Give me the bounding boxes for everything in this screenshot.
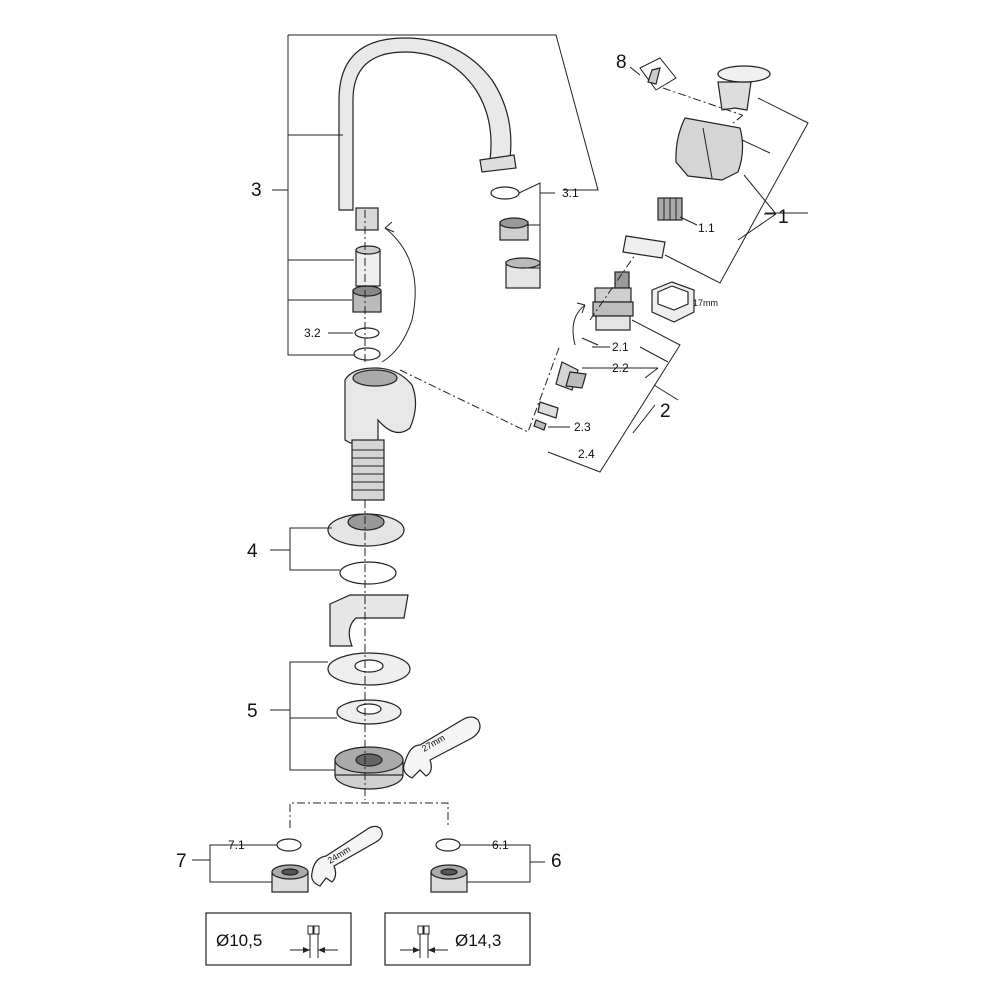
escutcheon (327, 513, 405, 547)
callout-6-1: 6.1 (492, 838, 509, 852)
callout-7-1: 7.1 (228, 838, 245, 852)
threaded-shank (352, 449, 384, 491)
countertop-section (329, 594, 409, 647)
aerator-insert (499, 217, 529, 241)
callout-3-2: 3.2 (304, 326, 321, 340)
callout-1: 1 (778, 207, 789, 228)
wrench-27mm: 27mm (402, 716, 481, 779)
callout-2: 2 (660, 401, 671, 422)
pipe-box-right: Ø14,3 (384, 912, 531, 966)
pipe-diameter-right: Ø14,3 (455, 931, 501, 950)
spout-nut (352, 285, 382, 313)
callout-3: 3 (251, 180, 262, 201)
callout-6: 6 (551, 851, 562, 872)
callout-2-1: 2.1 (612, 340, 629, 354)
aerator-washer (490, 186, 520, 200)
fixing-nut (334, 746, 404, 790)
sleeve-1-1 (622, 235, 666, 259)
callout-7: 7 (176, 851, 187, 872)
callout-2-3: 2.3 (574, 420, 591, 434)
spline-adapter (657, 197, 683, 221)
pipe-box-left: Ø10,5 (205, 912, 352, 966)
o-ring-2-1 (581, 337, 599, 346)
washer-2-3 (537, 401, 559, 419)
spout-sleeve (355, 245, 381, 287)
indicator-button (639, 57, 677, 91)
spindle-2-2 (555, 361, 587, 391)
washer-6-1 (435, 838, 461, 852)
wrench-24mm: 24mm (311, 825, 383, 887)
aerator-housing (505, 257, 541, 289)
handle (675, 117, 744, 181)
o-ring-4 (339, 561, 397, 585)
hex-socket-label: 17mm (693, 298, 718, 308)
spout (338, 37, 517, 231)
tap-body (344, 367, 417, 501)
union-nut-6 (430, 864, 468, 893)
fixing-washer (336, 699, 402, 725)
callout-8: 8 (616, 52, 627, 73)
hex-socket: 17mm (651, 281, 718, 323)
fixing-plate (327, 652, 411, 686)
handle-cap (717, 65, 771, 111)
pipe-diameter-left: Ø10,5 (216, 931, 262, 950)
callout-5: 5 (247, 701, 258, 722)
headpart (592, 271, 634, 331)
screw-2-4 (533, 419, 547, 431)
callout-2-2: 2.2 (612, 361, 629, 375)
callout-3-1: 3.1 (562, 186, 579, 200)
callout-1-1: 1.1 (698, 221, 715, 235)
washer-7-1 (276, 838, 302, 852)
callout-4: 4 (247, 541, 258, 562)
callout-2-4: 2.4 (578, 447, 595, 461)
o-ring-3-2 (354, 327, 380, 339)
washer-3 (353, 347, 381, 361)
union-nut-7 (271, 864, 309, 893)
